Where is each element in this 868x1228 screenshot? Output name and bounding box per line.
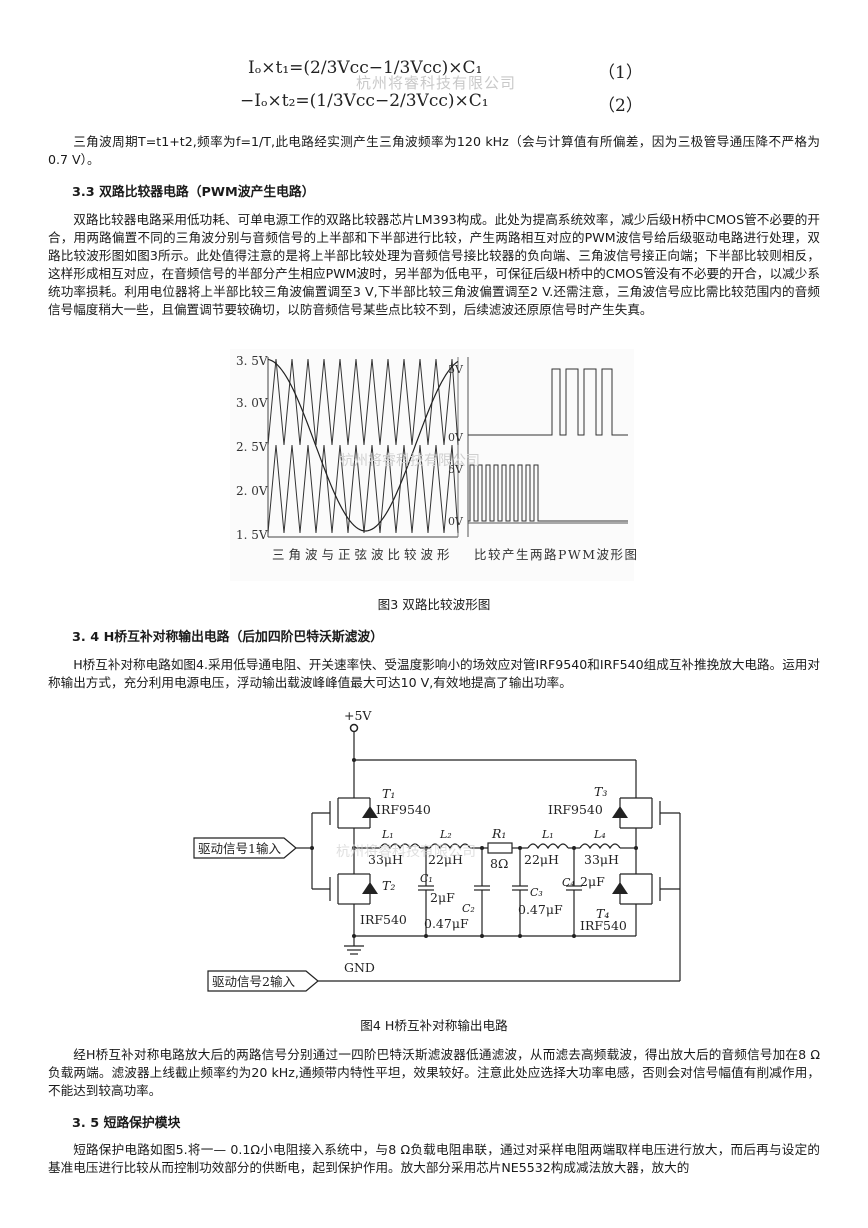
- fig3-triangle-wave: [267, 358, 459, 446]
- fig3-ytick-3-5: 3. 5V: [236, 354, 268, 368]
- fig3-pwm2-0v: 0V: [448, 515, 464, 528]
- fig4-t3-part: IRF9540: [548, 802, 603, 817]
- fig4-l3-label: L₁: [541, 828, 554, 841]
- equation-1: Iₒ×t₁=(2/3Vcc−1/3Vcc)×C₁: [248, 58, 483, 78]
- fig4-c4-value: 2μF: [580, 874, 605, 889]
- figure-3-waveforms: 3. 5V 3. 0V 2. 5V 2. 0V 1. 5V 5V 0V 5V 0…: [230, 349, 639, 581]
- fig4-c3-label: C₃: [530, 886, 543, 899]
- figure-3-caption: 图3 双路比较波形图: [377, 597, 491, 612]
- paragraph-butterworth: 经H桥互补对称电路放大后的两路信号分别通过一四阶巴特沃斯滤波器低通滤波，从而滤去…: [48, 1047, 820, 1098]
- fig3-right-plot: [467, 357, 628, 537]
- fig3-left-plot: [267, 357, 459, 538]
- fig4-c1-value: 2μF: [430, 890, 455, 905]
- fig3-pwm1-5v: 5V: [448, 363, 464, 376]
- fig4-c3-value: 0.47μF: [518, 902, 563, 917]
- fig3-ytick-2-0: 2. 0V: [236, 484, 268, 498]
- fig3-pwm1-0v: 0V: [448, 431, 464, 444]
- fig3-watermark: 杭州将睿科技有限公司: [340, 453, 480, 469]
- fig4-l3-value: 22μH: [524, 852, 559, 867]
- fig4-gnd-label: GND: [344, 960, 375, 975]
- fig4-vcc-label: +5V: [344, 708, 372, 723]
- fig3-right-caption: 比较产生两路PWM波形图: [474, 547, 639, 562]
- fig4-t1-label: T₁: [382, 786, 395, 801]
- fig4-t4-label: T₄: [596, 906, 609, 921]
- fig4-l2-value: 22μH: [428, 852, 463, 867]
- fig4-l4-value: 33μH: [584, 852, 619, 867]
- fig4-drive2-label: 驱动信号2输入: [212, 974, 295, 989]
- equation-2-number: （2）: [598, 96, 643, 116]
- fig4-l4-label: L₄: [593, 828, 606, 841]
- equation-2: −Iₒ×t₂=(1/3Vcc−2/3Vcc)×C₁: [240, 91, 489, 111]
- fig3-triangle-wave: [267, 444, 459, 534]
- fig4-t2-label: T₂: [382, 878, 395, 893]
- fig4-t4-part: IRF540: [580, 918, 627, 933]
- fig4-t2-part: IRF540: [360, 912, 407, 927]
- fig4-l2-label: L₂: [439, 828, 452, 841]
- equation-1-number: （1）: [598, 63, 643, 83]
- heading-3-4: 3. 4 H桥互补对称输出电路（后加四阶巴特沃斯滤波）: [72, 630, 384, 645]
- heading-3-3: 3.3 双路比较器电路（PWM波产生电路）: [72, 185, 315, 200]
- paragraph-h-bridge: H桥互补对称电路如图4.采用低导通电阻、开关速率快、受温度影响小的场效应对管IR…: [48, 657, 820, 690]
- fig4-c1-label: C₁: [420, 872, 433, 885]
- fig4-r1-label: R₁: [491, 826, 506, 841]
- fig3-pwm2-5v: 5V: [448, 463, 464, 476]
- fig4-l1-label: L₁: [381, 828, 394, 841]
- paragraph-comparator: 双路比较器电路采用低功耗、可单电源工作的双路比较器芯片LM393构成。此处为提高…: [48, 212, 820, 317]
- fig4-watermark: 杭州将睿科技有限公司: [336, 844, 476, 860]
- fig3-ytick-2-5: 2. 5V: [236, 440, 268, 454]
- fig4-c2-value: 0.47μF: [424, 916, 469, 931]
- paragraph-short-circuit: 短路保护电路如图5.将一— 0.1Ω小电阻接入系统中，与8 Ω负载电阻串联，通过…: [48, 1142, 820, 1175]
- fig3-ytick-3-0: 3. 0V: [236, 396, 268, 410]
- paragraph-triangle-period: 三角波周期T=t1+t2,频率为f=1/T,此电路经实测产生三角波频率为120 …: [48, 134, 820, 167]
- fig4-r1-value: 8Ω: [490, 856, 508, 871]
- fig4-drive1-label: 驱动信号1输入: [198, 841, 281, 856]
- fig4-c4-label: C₄: [562, 876, 575, 889]
- figure-4-circuit: +5V GND 驱动信号1输入 驱动信号2输入 T₁ IRF9540 T₂ IR…: [193, 708, 681, 992]
- fig4-l1-value: 33μH: [368, 852, 403, 867]
- fig3-ytick-1-5: 1. 5V: [236, 528, 268, 542]
- figure-4-caption: 图4 H桥互补对称输出电路: [360, 1018, 508, 1033]
- fig4-c2-label: C₂: [462, 902, 475, 915]
- fig4-t3-label: T₃: [594, 784, 607, 799]
- fig4-t1-part: IRF9540: [376, 802, 431, 817]
- heading-3-5: 3. 5 短路保护模块: [72, 1116, 181, 1131]
- fig3-left-caption: 三角波与正弦波比较波形: [272, 547, 454, 562]
- watermark-top: 杭州将睿科技有限公司: [356, 74, 517, 92]
